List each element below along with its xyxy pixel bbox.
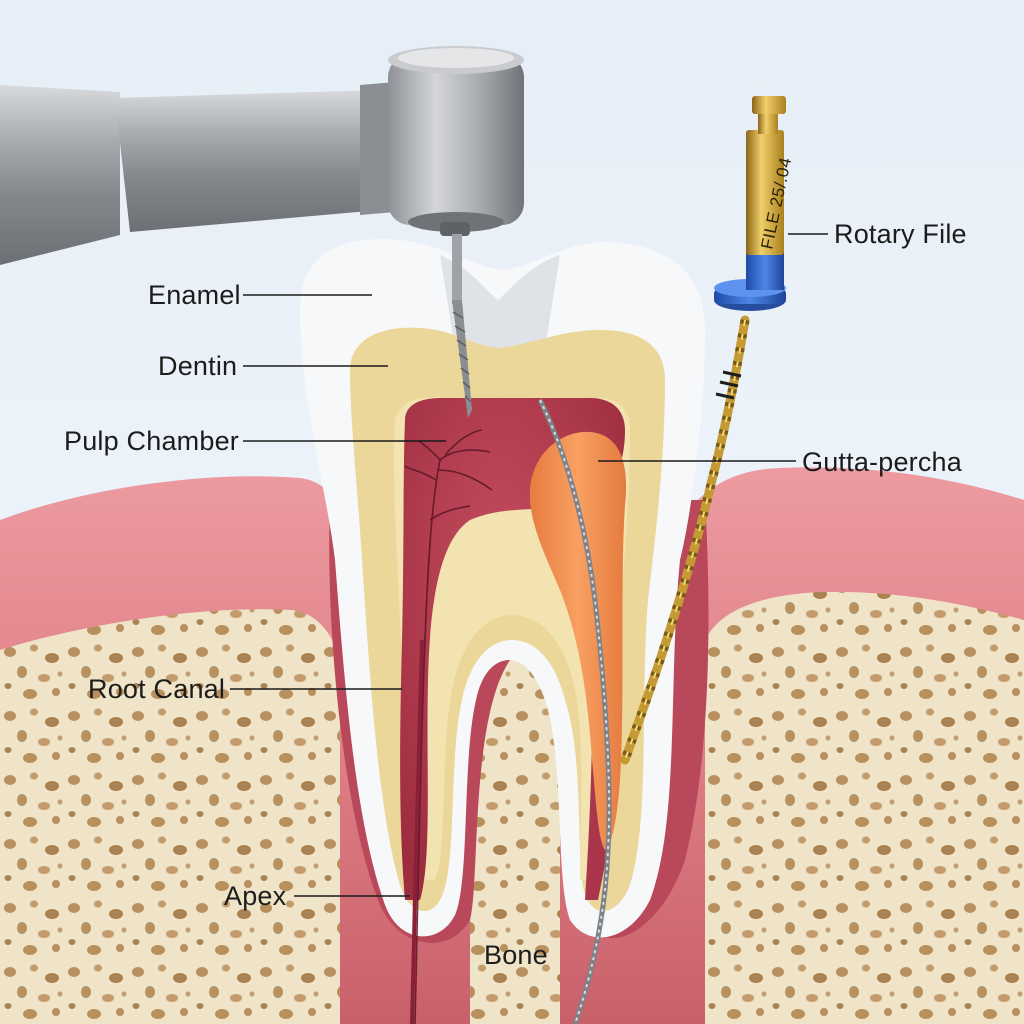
label-root-canal: Root Canal: [88, 673, 225, 705]
label-gutta-percha: Gutta-percha: [802, 446, 962, 478]
bone: [0, 609, 340, 1024]
bone-right: [705, 592, 1024, 1024]
label-pulp-chamber: Pulp Chamber: [64, 425, 239, 457]
label-rotary-file: Rotary File: [834, 218, 967, 250]
label-bone: Bone: [484, 939, 548, 971]
label-apex: Apex: [224, 880, 286, 912]
label-dentin: Dentin: [158, 350, 237, 382]
label-enamel: Enamel: [148, 279, 241, 311]
